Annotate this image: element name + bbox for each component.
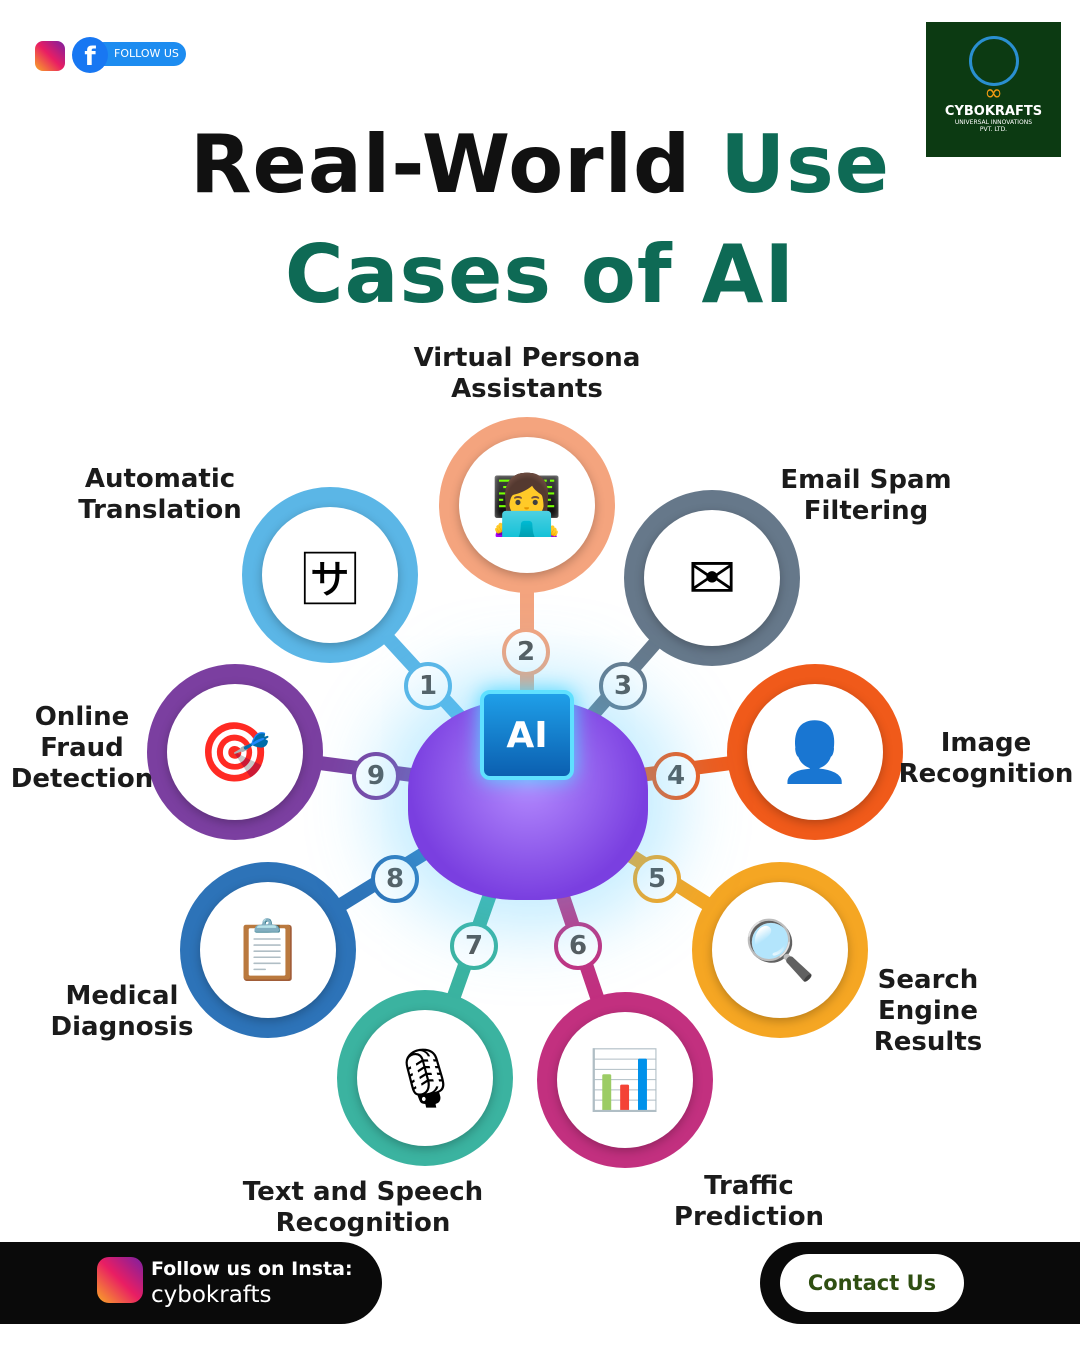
- insta-follow-banner[interactable]: Follow us on Insta: cybokrafts: [0, 1242, 382, 1324]
- facebook-icon: f: [72, 37, 108, 73]
- step-number-badge: 2: [502, 628, 550, 676]
- spam-mail-icon: ✉: [644, 510, 780, 646]
- speech-icon: 🎙: [357, 1010, 493, 1146]
- search-icon: 🔍: [712, 882, 848, 1018]
- virtual-assistant-icon: 👩‍💻: [459, 437, 595, 573]
- instagram-icon[interactable]: [35, 41, 65, 71]
- use-case-label-traffic-prediction: Traffic Prediction: [673, 1171, 825, 1233]
- cybokrafts-logo: ∞ CYBOKRAFTS UNIVERSAL INNOVATIONS PVT. …: [926, 22, 1061, 157]
- instagram-icon: [97, 1257, 143, 1303]
- step-number-badge: 6: [554, 922, 602, 970]
- step-number-badge: 5: [633, 855, 681, 903]
- follow-us-label: FOLLOW US: [114, 47, 179, 60]
- translate-icon: 🈂: [262, 507, 398, 643]
- contact-banner: Contact Us: [760, 1242, 1080, 1324]
- use-case-label-automatic-translation: Automatic Translation: [78, 464, 242, 526]
- traffic-chart-icon: 📊: [557, 1012, 693, 1148]
- contact-us-button[interactable]: Contact Us: [780, 1254, 964, 1312]
- step-number-badge: 9: [352, 752, 400, 800]
- insta-handle: cybokrafts: [151, 1282, 272, 1308]
- face-scan-icon: 👤: [747, 684, 883, 820]
- use-case-label-search-engine-results: Search Engine Results: [873, 965, 983, 1058]
- step-number-badge: 1: [404, 662, 452, 710]
- infinity-icon: ∞: [984, 81, 1003, 106]
- use-case-label-text-and-speech-recognition: Text and Speech Recognition: [242, 1177, 484, 1239]
- use-case-label-image-recognition: Image Recognition: [898, 728, 1074, 790]
- use-case-label-medical-diagnosis: Medical Diagnosis: [50, 981, 194, 1043]
- step-number-badge: 4: [652, 752, 700, 800]
- medical-clipboard-icon: 📋: [200, 882, 336, 1018]
- insta-follow-title: Follow us on Insta:: [151, 1258, 353, 1280]
- ai-chip: AI: [480, 690, 574, 780]
- use-case-label-email-spam-filtering: Email Spam Filtering: [780, 465, 952, 527]
- step-number-badge: 3: [599, 662, 647, 710]
- use-case-label-virtual-persona-assistants: Virtual Persona Assistants: [413, 343, 641, 405]
- fraud-target-icon: 🎯: [167, 684, 303, 820]
- facebook-follow-button[interactable]: f FOLLOW US: [72, 37, 188, 73]
- step-number-badge: 7: [450, 922, 498, 970]
- globe-person-icon: [968, 36, 1019, 86]
- page-title-line2: Cases of AI: [284, 228, 796, 321]
- page-title-line1: Real-World Use: [189, 118, 891, 211]
- step-number-badge: 8: [371, 855, 419, 903]
- use-case-label-online-fraud-detection: Online Fraud Detection: [10, 702, 154, 795]
